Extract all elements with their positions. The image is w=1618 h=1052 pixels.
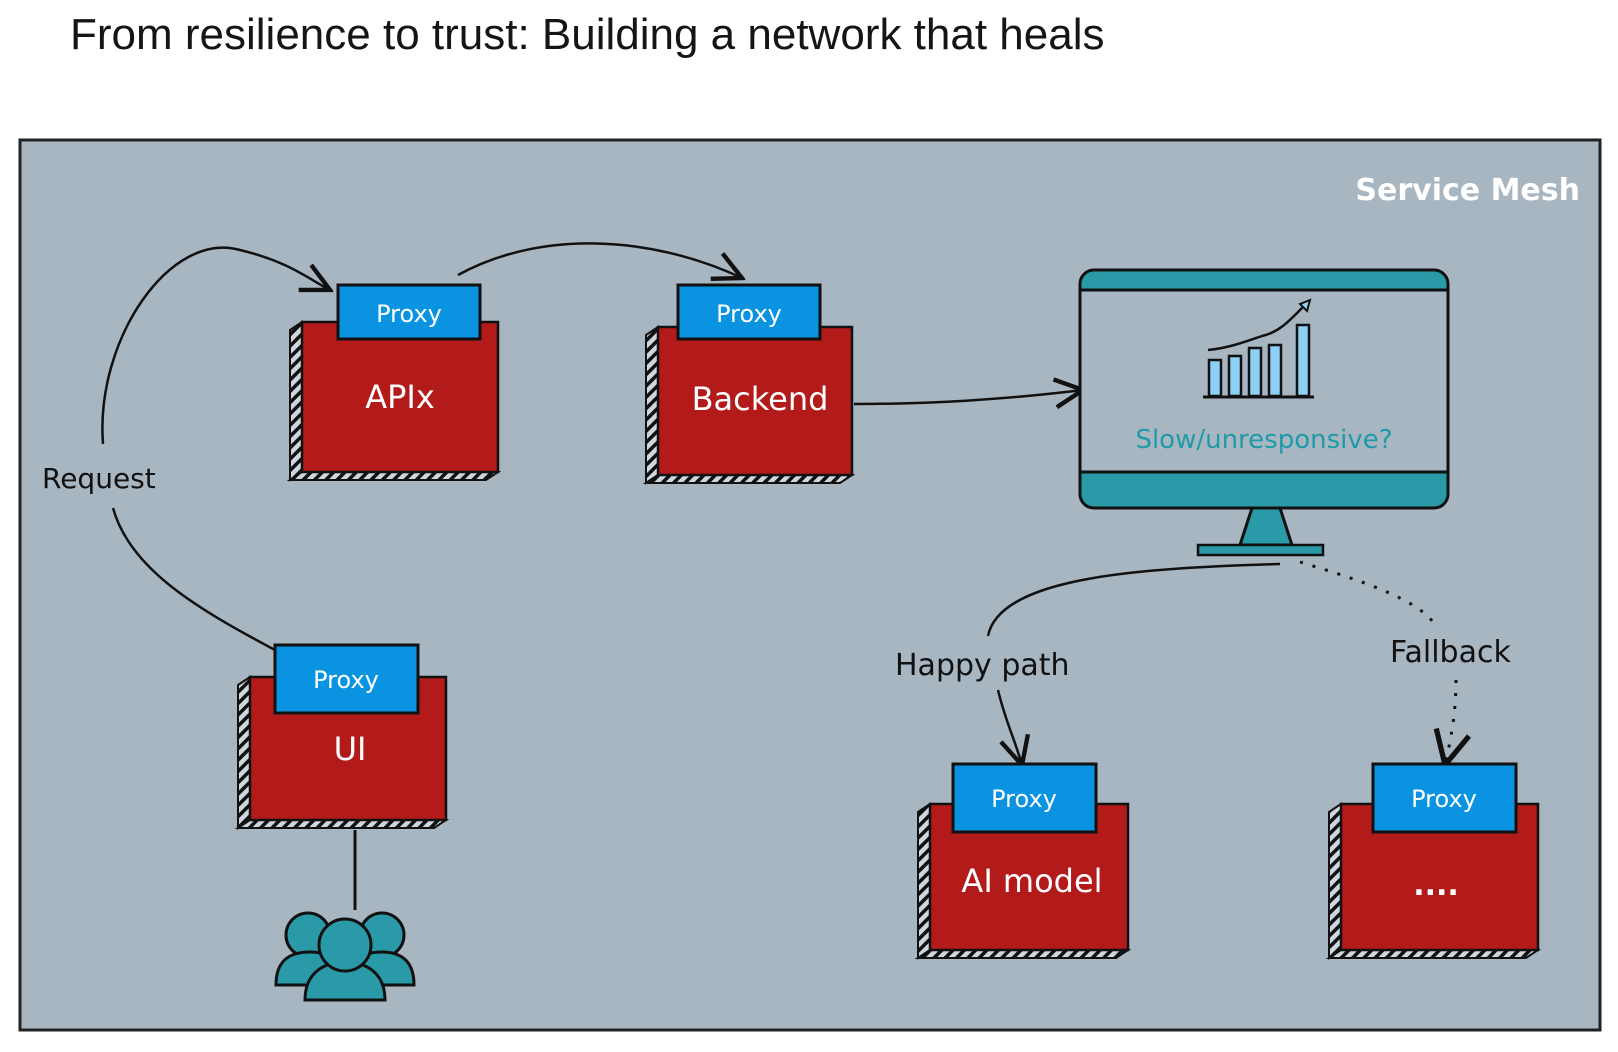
chart-growth-icon: [1203, 298, 1314, 399]
proxy-box: [951, 762, 1098, 834]
happy-path-arrow: [996, 689, 1022, 765]
monitor-base: [1196, 543, 1325, 557]
proxy-label: Proxy: [991, 785, 1057, 813]
proxy-box: [676, 283, 822, 341]
users-group-icon: [274, 911, 416, 1002]
proxy-box: [273, 643, 420, 715]
backend-to-monitor-arrow: [853, 390, 1083, 404]
proxy-box: [336, 283, 482, 341]
proxy-label: Proxy: [1411, 785, 1477, 813]
proxy-box: [1371, 762, 1518, 834]
service-box: [300, 320, 500, 474]
proxy-label: Proxy: [313, 666, 379, 694]
proxy-label: Proxy: [376, 300, 442, 328]
service-backend[interactable]: Proxy Backend: [642, 283, 856, 485]
service-other[interactable]: Proxy ....: [1325, 762, 1542, 960]
service-apix[interactable]: Proxy APIx: [286, 283, 502, 482]
monitor-screen: [1078, 288, 1450, 474]
happy-path-label: Happy path: [895, 648, 1070, 683]
request-label: Request: [42, 462, 156, 495]
happy-path-line: [986, 562, 1281, 637]
page-title: From resilience to trust: Building a net…: [70, 10, 1105, 59]
proxy-label: Proxy: [716, 300, 782, 328]
request-arrow-to-apix: [101, 246, 330, 445]
monitor: Slow/unresponsive?: [1078, 268, 1450, 557]
service-label: ....: [1413, 868, 1459, 903]
apix-to-backend-arrow: [457, 242, 742, 278]
fallback-label: Fallback: [1390, 635, 1511, 670]
service-mesh-label: Service Mesh: [1355, 173, 1580, 208]
service-label: UI: [334, 730, 367, 768]
monitor-status-text: Slow/unresponsive?: [1135, 425, 1392, 455]
service-ai-model[interactable]: Proxy AI model: [914, 762, 1132, 960]
service-label: AI model: [961, 862, 1102, 900]
service-label: Backend: [692, 380, 829, 418]
service-label: APIx: [365, 378, 435, 416]
request-line-from-ui: [111, 507, 276, 652]
service-ui[interactable]: Proxy UI: [234, 643, 450, 830]
